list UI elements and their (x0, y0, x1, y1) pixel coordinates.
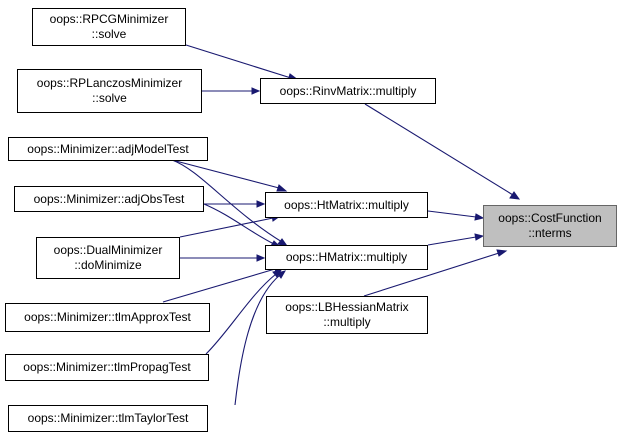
edge-tlmpropag-to-h (205, 273, 277, 355)
node-rplanczos-minimizer-solve[interactable]: oops::RPLanczosMinimizer ::solve (17, 69, 202, 113)
edge-adjobs-to-h (203, 203, 275, 245)
node-label: oops::Minimizer::adjModelTest (27, 141, 189, 156)
edge-rinv-to-costfn-arrowhead (509, 191, 521, 200)
edge-dualmin-to-h-arrowhead (256, 254, 266, 262)
edge-ht-to-costfn-arrowhead (474, 213, 485, 221)
edge-rpcg-to-rinv (185, 44, 292, 79)
node-label: oops::HtMatrix::multiply (284, 197, 409, 212)
edge-tlmtaylor-to-h (234, 274, 281, 406)
node-label-line1: oops::CostFunction (498, 211, 602, 225)
edge-rplanczos-to-rinv-arrowhead (251, 87, 261, 95)
edge-tlmtaylor-to-h-arrowhead (276, 270, 287, 279)
node-label: oops::HMatrix::multiply (285, 250, 408, 264)
edge-adjmodel-to-ht-arrowhead (276, 184, 288, 192)
node-minimizer-adjobstest[interactable]: oops::Minimizer::adjObsTest (14, 186, 204, 212)
node-htmatrix-multiply[interactable]: oops::HtMatrix::multiply (265, 192, 428, 218)
node-label-line2: ::doMinimize (74, 258, 142, 272)
node-label-line2: ::solve (92, 91, 127, 105)
edge-ht-to-costfn (427, 210, 477, 218)
node-label-line2: ::solve (91, 27, 127, 41)
node-minimizer-tlmapproxtest[interactable]: oops::Minimizer::tlmApproxTest (5, 303, 210, 332)
node-minimizer-tlmpropagtest[interactable]: oops::Minimizer::tlmPropagTest (5, 354, 209, 381)
node-minimizer-tlmtaylortest[interactable]: oops::Minimizer::tlmTaylorTest (8, 405, 208, 432)
node-minimizer-adjmodeltest[interactable]: oops::Minimizer::adjModelTest (8, 137, 208, 161)
node-label-line2: ::nterms (528, 226, 572, 240)
edge-h-to-costfn-arrowhead (474, 233, 485, 241)
node-label: oops::Minimizer::tlmTaylorTest (27, 411, 189, 425)
node-label-line1: oops::LBHessianMatrix (285, 300, 409, 314)
edge-adjmodel-to-ht (171, 159, 280, 189)
node-rpcg-minimizer-solve[interactable]: oops::RPCGMinimizer ::solve (32, 8, 186, 46)
node-label-line1: oops::DualMinimizer (53, 243, 163, 257)
edge-lbhessian-to-costfn (363, 252, 500, 297)
edge-adjmodel-to-h (171, 159, 283, 243)
node-label: oops::RinvMatrix::multiply (279, 83, 417, 98)
node-dualminimizer-dominimize[interactable]: oops::DualMinimizer ::doMinimize (36, 237, 180, 279)
edge-lbhessian-to-costfn-arrowhead (496, 249, 508, 257)
node-lbhessianmatrix-multiply[interactable]: oops::LBHessianMatrix ::multiply (266, 296, 428, 334)
edge-adjobs-to-ht-arrowhead (256, 200, 266, 208)
node-label-line2: ::multiply (323, 315, 371, 329)
node-label: oops::Minimizer::adjObsTest (33, 191, 185, 206)
edge-rinv-to-costfn (364, 103, 514, 196)
node-rinvmatrix-multiply[interactable]: oops::RinvMatrix::multiply (260, 78, 436, 104)
node-costfunction-nterms: oops::CostFunction ::nterms (483, 205, 617, 247)
node-hmatrix-multiply[interactable]: oops::HMatrix::multiply (265, 245, 428, 270)
edge-h-to-costfn (427, 236, 477, 246)
node-label-line1: oops::RPLanczosMinimizer (36, 76, 183, 90)
node-label: oops::Minimizer::tlmApproxTest (24, 310, 191, 324)
edge-dualmin-to-ht (179, 217, 274, 238)
node-label-line1: oops::RPCGMinimizer (49, 12, 169, 26)
node-label: oops::Minimizer::tlmPropagTest (23, 360, 191, 374)
edge-tlmapprox-to-h (162, 268, 276, 303)
